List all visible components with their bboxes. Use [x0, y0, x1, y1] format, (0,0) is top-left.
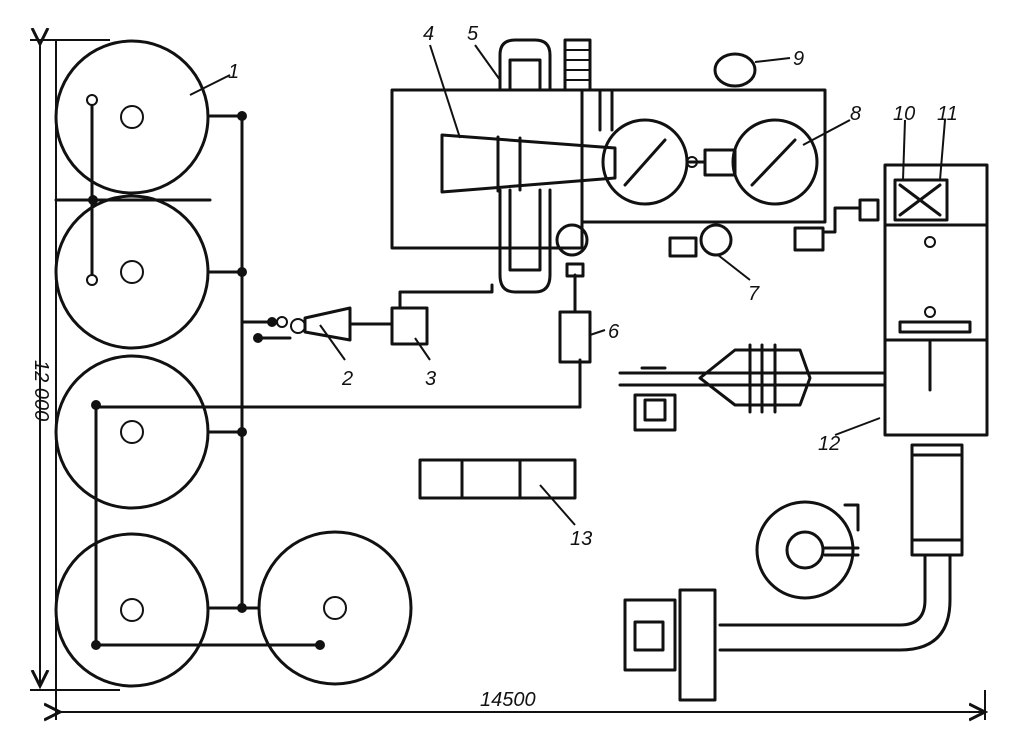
unit-13: [418, 458, 577, 500]
fan-unit: [755, 500, 860, 600]
dimension-width-label: 14500: [480, 689, 536, 711]
cone-4: [440, 133, 617, 194]
tank-2: [54, 194, 210, 350]
separator-assembly: [618, 343, 887, 432]
label-3: 3: [425, 368, 436, 390]
tower-11-12: [793, 163, 989, 437]
dimension-height-label: 12 000: [30, 360, 52, 421]
label-7: 7: [748, 283, 760, 305]
labels: 1 2 3 4 5 6 7 8 9 10 11 12 13: [228, 23, 958, 550]
label-1: 1: [228, 61, 239, 83]
tank-1: [54, 39, 210, 195]
label-6: 6: [608, 321, 620, 343]
exhaust-duct: [623, 443, 964, 702]
label-13: 13: [570, 528, 592, 550]
tank-group: [54, 39, 413, 688]
label-12: 12: [818, 433, 840, 455]
unit-10: [893, 178, 949, 222]
tank-5: [257, 530, 413, 686]
tank-3: [54, 354, 210, 510]
unit-9: [713, 52, 757, 88]
leader-lines: [189, 44, 946, 526]
unit-6: [555, 223, 592, 364]
tank-piping: [54, 94, 582, 650]
label-4: 4: [423, 23, 434, 45]
label-2: 2: [341, 368, 353, 390]
dimension-height: 12 000: [30, 44, 52, 686]
label-8: 8: [850, 103, 861, 125]
unit-3: [390, 306, 429, 346]
drum-8b: [731, 118, 819, 206]
label-9: 9: [793, 48, 804, 70]
unit-7: [668, 223, 733, 258]
pump-2: [276, 306, 394, 342]
label-11: 11: [937, 103, 958, 125]
label-5: 5: [467, 23, 479, 45]
label-10: 10: [893, 103, 915, 125]
tank-4: [54, 532, 210, 688]
dryer-unit: [390, 38, 827, 294]
dimension-width: 14500: [60, 689, 985, 720]
